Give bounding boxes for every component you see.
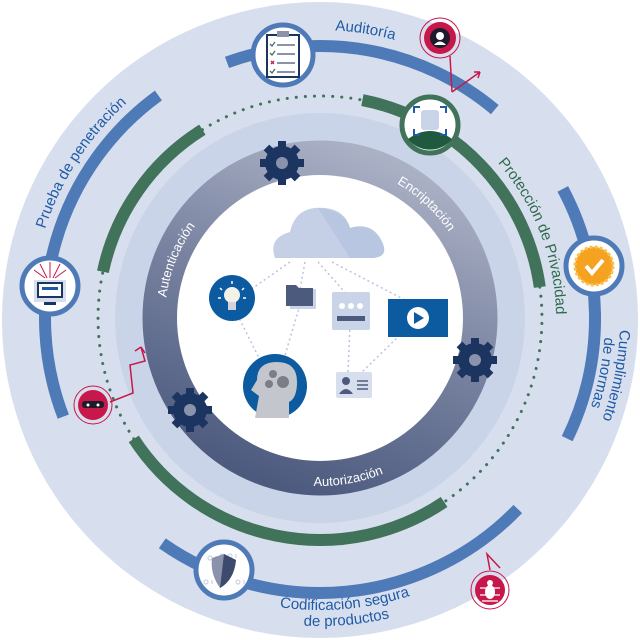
arcs bbox=[39, 40, 602, 599]
arc-privacy-2 bbox=[128, 435, 448, 546]
gear-tooth bbox=[186, 388, 194, 396]
gear-tooth bbox=[471, 374, 479, 382]
contact-card-icon bbox=[336, 372, 372, 398]
cloud-icon bbox=[273, 207, 385, 258]
arc-pentest bbox=[39, 90, 162, 419]
gear-hub bbox=[276, 157, 288, 169]
dotted-arc bbox=[200, 94, 364, 132]
certified-badge-icon bbox=[563, 235, 625, 297]
gear-hub bbox=[469, 354, 481, 366]
gear-tooth bbox=[186, 424, 194, 432]
clipboard-checklist-icon bbox=[250, 22, 316, 88]
gear-icon bbox=[453, 338, 497, 382]
gear-hub bbox=[184, 404, 196, 416]
shield-binary-icon bbox=[193, 539, 255, 601]
gear-icon bbox=[260, 141, 304, 185]
gear-tooth bbox=[278, 177, 286, 185]
video-play-icon bbox=[388, 299, 448, 337]
masked-hacker-icon bbox=[73, 346, 146, 425]
gear-icon bbox=[168, 388, 212, 432]
head-gears-icon bbox=[243, 354, 307, 418]
core-ring bbox=[142, 140, 498, 496]
arc-compliance bbox=[557, 186, 602, 442]
gear-tooth bbox=[471, 338, 479, 346]
gear-tooth bbox=[278, 141, 286, 149]
arc-privacy-3 bbox=[97, 124, 206, 274]
arc-privacy-1 bbox=[361, 94, 546, 288]
monitor-attack-icon bbox=[19, 255, 81, 317]
folder-icon bbox=[286, 285, 316, 309]
target-person-icon bbox=[419, 17, 481, 93]
face-scan-icon bbox=[399, 94, 461, 156]
lightbulb-icon bbox=[209, 275, 255, 321]
app-window-icon bbox=[332, 292, 370, 330]
bug-icon bbox=[470, 551, 510, 610]
